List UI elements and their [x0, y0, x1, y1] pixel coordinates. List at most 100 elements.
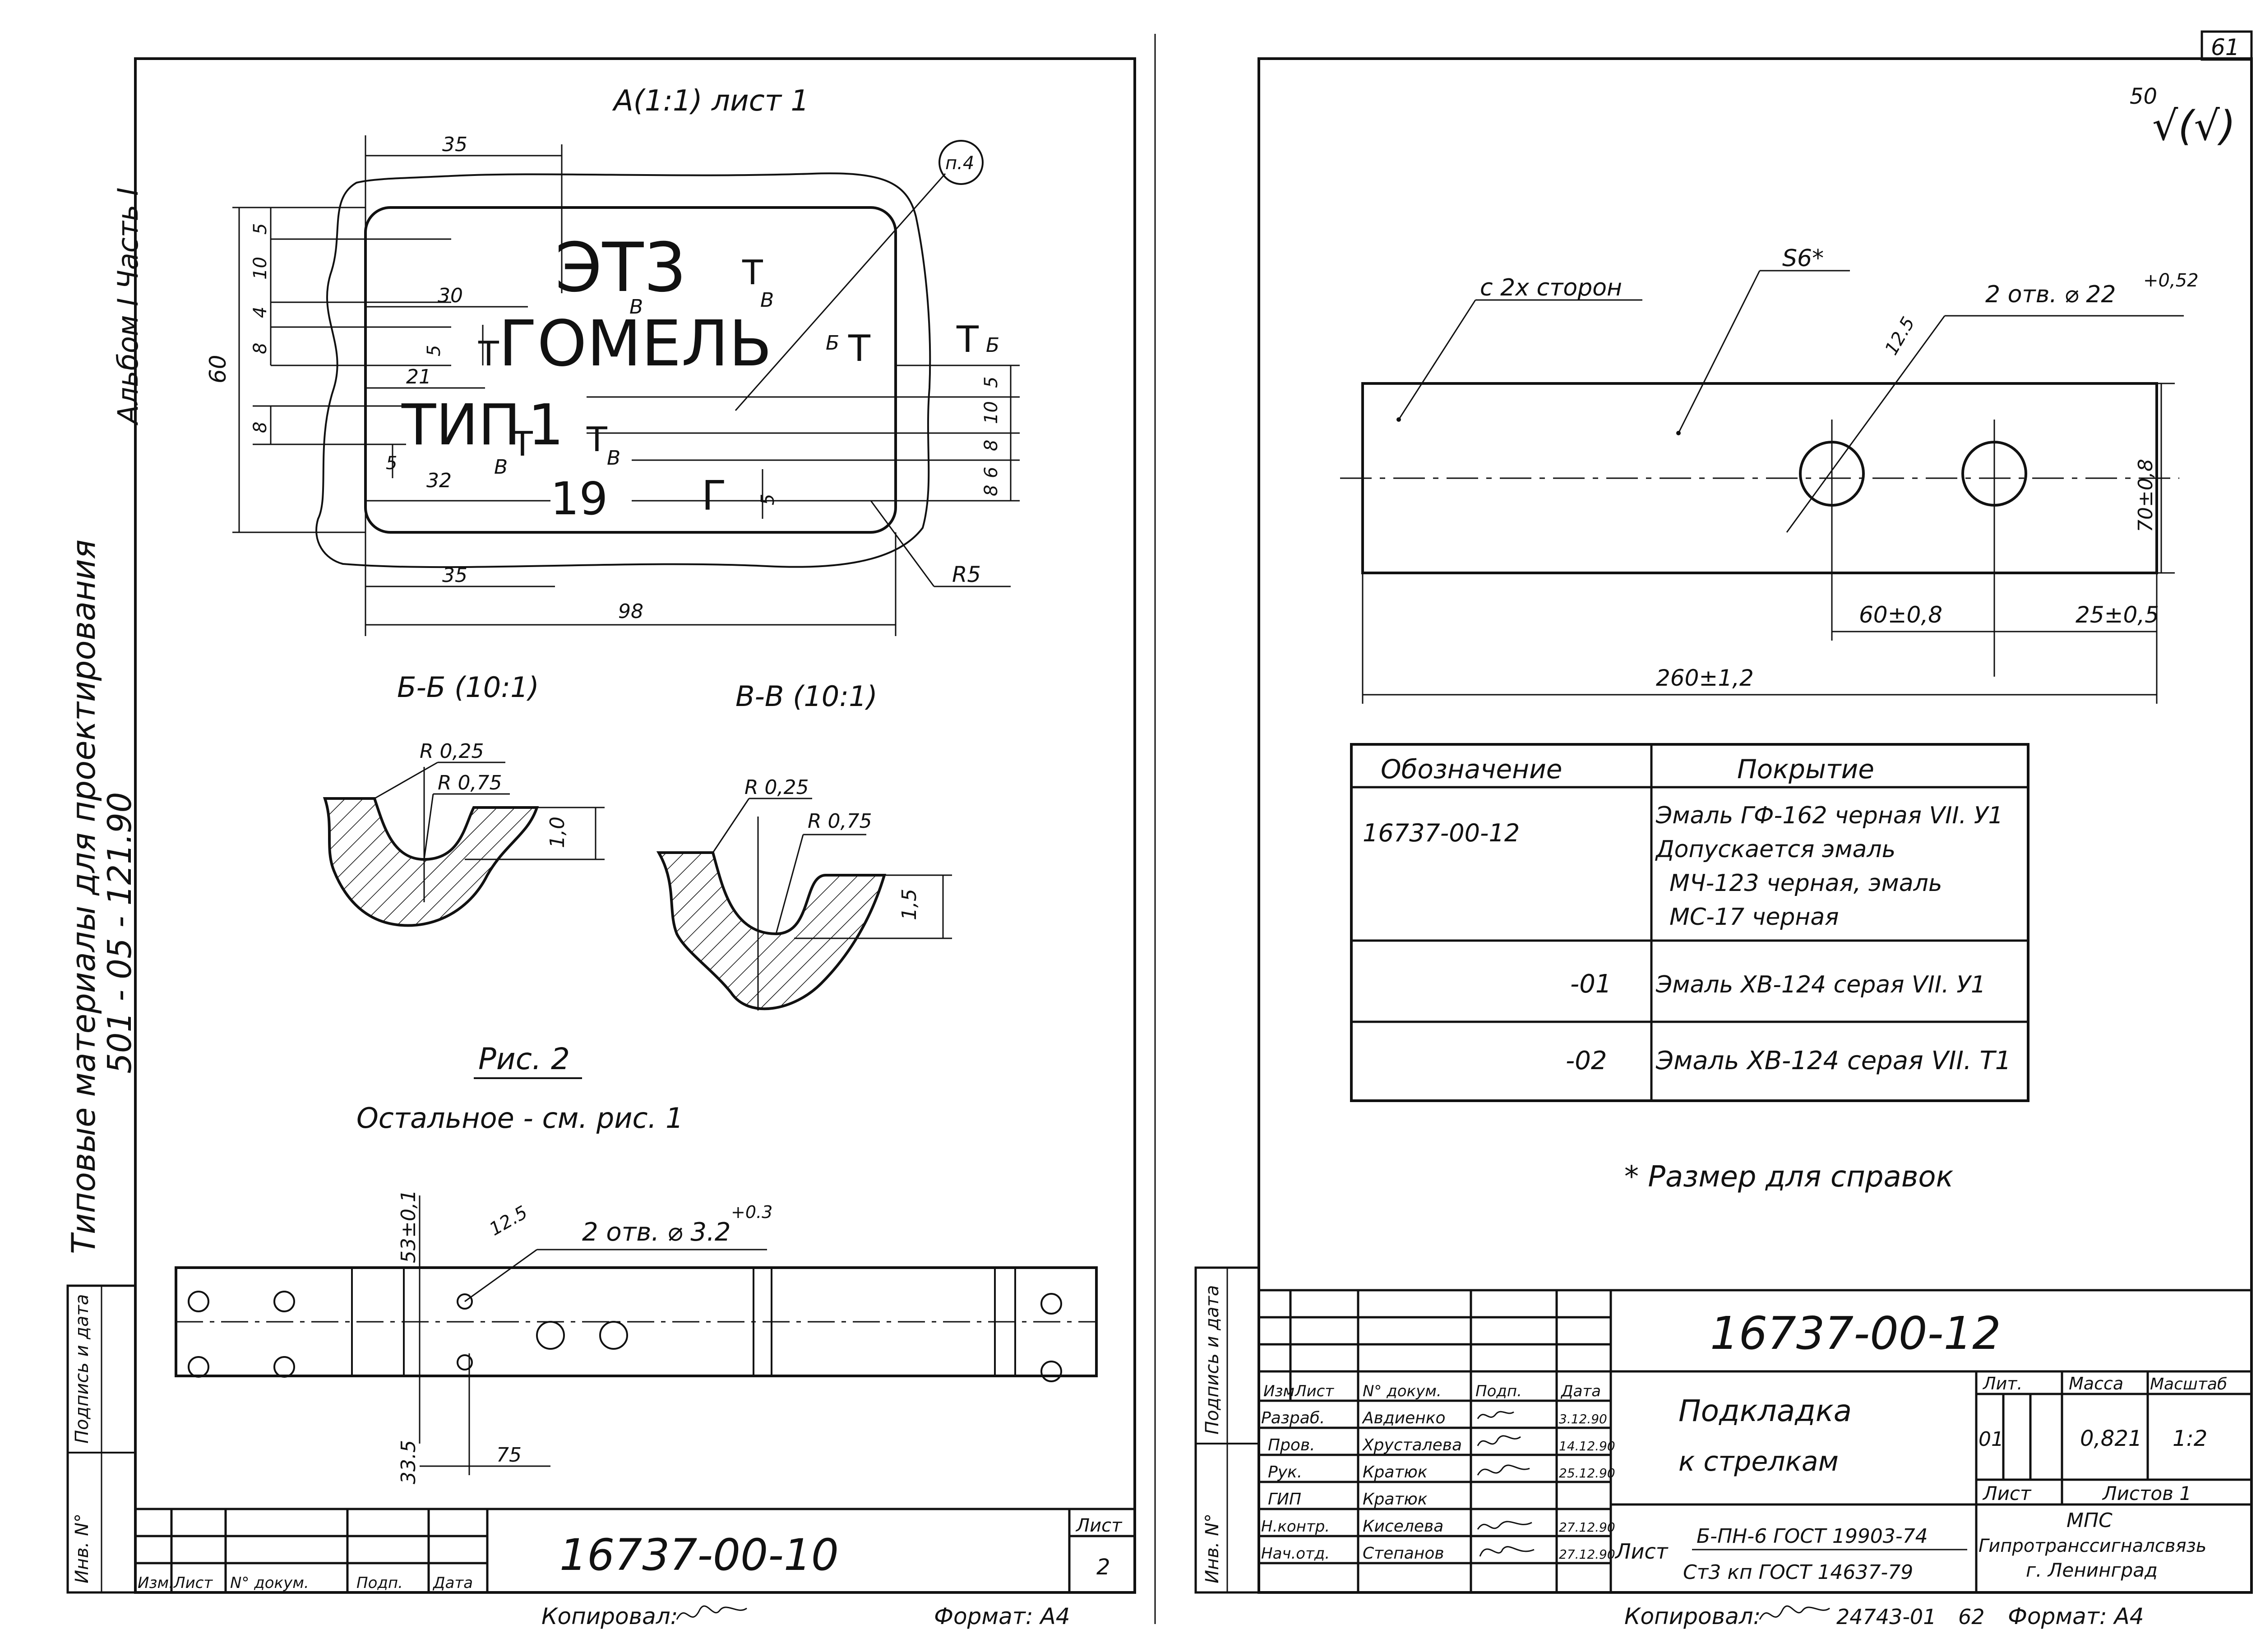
label-holes-tolerance: +0,52 [2143, 270, 2199, 291]
table-header-code: Обозначение [1381, 754, 1562, 784]
dim-35-bottom: 35 [442, 564, 467, 587]
table-row-line: Эмаль ХВ-124 серая VII. Т1 [1655, 1046, 2011, 1075]
stamp-role: Разраб. [1261, 1409, 1325, 1427]
signature [1479, 1546, 1535, 1557]
stamp-org-line3: г. Ленинград [2026, 1559, 2158, 1581]
stamp-person: Авдиенко [1362, 1409, 1446, 1427]
signature [1477, 1521, 1532, 1530]
left-stamp-sheet-label: Лист [1075, 1515, 1123, 1536]
table-row-line: Эмаль ХВ-124 серая VII. У1 [1655, 971, 1986, 998]
dim-pitch: 60±0,8 [1859, 602, 1942, 628]
dim-5: 5 [386, 453, 397, 474]
stamp-material-line2: Ст3 кп ГОСТ 14637-79 [1683, 1561, 1913, 1584]
remark-text: Остальное - см. рис. 1 [356, 1102, 683, 1135]
section-letter: Т [478, 334, 499, 374]
stamp-person: Степанов [1363, 1544, 1444, 1563]
view-a-title: А(1:1) лист 1 [612, 84, 809, 118]
left-side-inv-label: Инв. N° [72, 1514, 92, 1583]
dim-edge: 25±0,5 [2076, 602, 2159, 628]
dim-32: 32 [426, 469, 452, 492]
stamp-sheets-label: Листов 1 [2102, 1482, 2191, 1504]
strip-dim-75: 75 [496, 1444, 522, 1467]
left-stamp-col-doc: N° докум. [230, 1574, 309, 1592]
section-letter: Т [586, 420, 608, 459]
strip-dim-53: 53±0,1 [397, 1190, 420, 1263]
section-letter: Т [512, 424, 533, 464]
left-stamp-col-date: Дата [432, 1574, 473, 1592]
stamp-role: Нач.отд. [1261, 1545, 1330, 1563]
dim-30: 30 [438, 284, 463, 307]
stamp-person: Киселева [1363, 1517, 1443, 1536]
stamp-sheet-label: Лист [1982, 1482, 2032, 1504]
plate-text-line3-b: 1 [528, 392, 564, 458]
section-letter: Б [986, 334, 999, 357]
table-row-code: 16737-00-12 [1363, 819, 1520, 847]
left-footer-format: Формат: А4 [934, 1603, 1070, 1629]
plate-text-line3-a: ТИП [401, 392, 521, 458]
stamp-person: Хрусталева [1362, 1436, 1462, 1454]
right-footer-copied: Копировал: [1624, 1603, 1761, 1629]
label-both-sides: с 2х сторон [1480, 274, 1622, 301]
dim-right-6: 6 [981, 467, 1002, 478]
album-caption: Альбом I Часть I [111, 188, 144, 426]
coating-table: Обозначение Покрытие 16737-00-12 Эмаль Г… [1350, 743, 2029, 1102]
section-bb-profile [323, 797, 539, 927]
stamp-col-date: Дата [1560, 1382, 1601, 1400]
left-footer-copied: Копировал: [541, 1603, 678, 1629]
series-number: 501 - 05 - 121.90 [101, 792, 139, 1074]
stamp-role: Рук. [1268, 1463, 1302, 1481]
section-vv-r2: R 0,75 [808, 810, 872, 833]
stamp-material-line1: Б-ПН-6 ГОСТ 19903-74 [1697, 1525, 1928, 1548]
left-stamp-col-izm: Изм. [138, 1574, 174, 1592]
dim-right-8: 8 [981, 485, 1002, 496]
section-letter: Т [848, 328, 871, 369]
section-letter: В [760, 289, 774, 312]
stamp-scale-value: 1:2 [2173, 1426, 2207, 1451]
strip-dim-33-5: 33.5 [397, 1440, 420, 1484]
section-letter: Т [742, 253, 763, 292]
left-stamp-sheet-number: 2 [1096, 1555, 1110, 1580]
table-row-code: -01 [1570, 969, 1611, 999]
section-bb-title: Б-Б (10:1) [397, 671, 539, 704]
label-roughness: 12.5 [1881, 314, 1919, 359]
section-bb-height: 1,0 [546, 817, 569, 848]
right-footer-format: Формат: А4 [2008, 1603, 2144, 1629]
stamp-doc-code: 16737-00-12 [1710, 1307, 2001, 1360]
stamp-lit-label: Лит. [1982, 1374, 2023, 1394]
label-holes: 2 отв. ⌀ 22 [1985, 281, 2116, 308]
stamp-name-line2: к стрелкам [1678, 1446, 1839, 1477]
section-letter: Т [956, 318, 979, 360]
series-title: Типовые материалы для проектирования [65, 540, 102, 1254]
section-bb-r1: R 0,25 [420, 740, 484, 763]
stamp-date: 27.12.90 [1559, 1547, 1615, 1562]
signature [1477, 1411, 1514, 1419]
dim-length: 260±1,2 [1656, 665, 1754, 691]
dim-right-10: 10 [981, 401, 1002, 424]
stamp-lit-value: 01 [1979, 1428, 2004, 1451]
stamp-mass-label: Масса [2069, 1374, 2123, 1394]
plate-text-line1: ЭТ3 [555, 229, 687, 307]
stamp-name-line1: Подкладка [1678, 1394, 1852, 1428]
strip-holes-label: 2 отв. ⌀ 3.2 [582, 1218, 731, 1247]
right-sheet-frame [1257, 57, 2253, 1594]
stamp-mass-value: 0,821 [2080, 1426, 2142, 1451]
dim-21: 21 [406, 365, 431, 388]
left-sheet-frame [134, 57, 1136, 1594]
callout-label: п.4 [945, 153, 974, 174]
left-sheet: Подпись и дата Инв. N° Альбом I Часть I … [65, 34, 1156, 1629]
stamp-role: Н.контр. [1261, 1518, 1330, 1536]
stamp-material-label: Лист [1614, 1539, 1669, 1564]
page-number: 61 [2211, 34, 2240, 60]
dim-5: 5 [250, 223, 271, 235]
stamp-org-line1: МПС [2066, 1509, 2113, 1532]
label-thickness: S6* [1782, 245, 1824, 272]
figure-caption: Рис. 2 [478, 1042, 570, 1076]
signature [1477, 1435, 1521, 1446]
section-letter: В [607, 447, 620, 470]
section-vv-profile [656, 851, 887, 1011]
stamp-date: 14.12.90 [1559, 1439, 1615, 1454]
stamp-role: Пров. [1268, 1436, 1315, 1454]
table-row-code: -02 [1566, 1046, 1607, 1075]
stamp-date: 25.12.90 [1559, 1466, 1615, 1481]
